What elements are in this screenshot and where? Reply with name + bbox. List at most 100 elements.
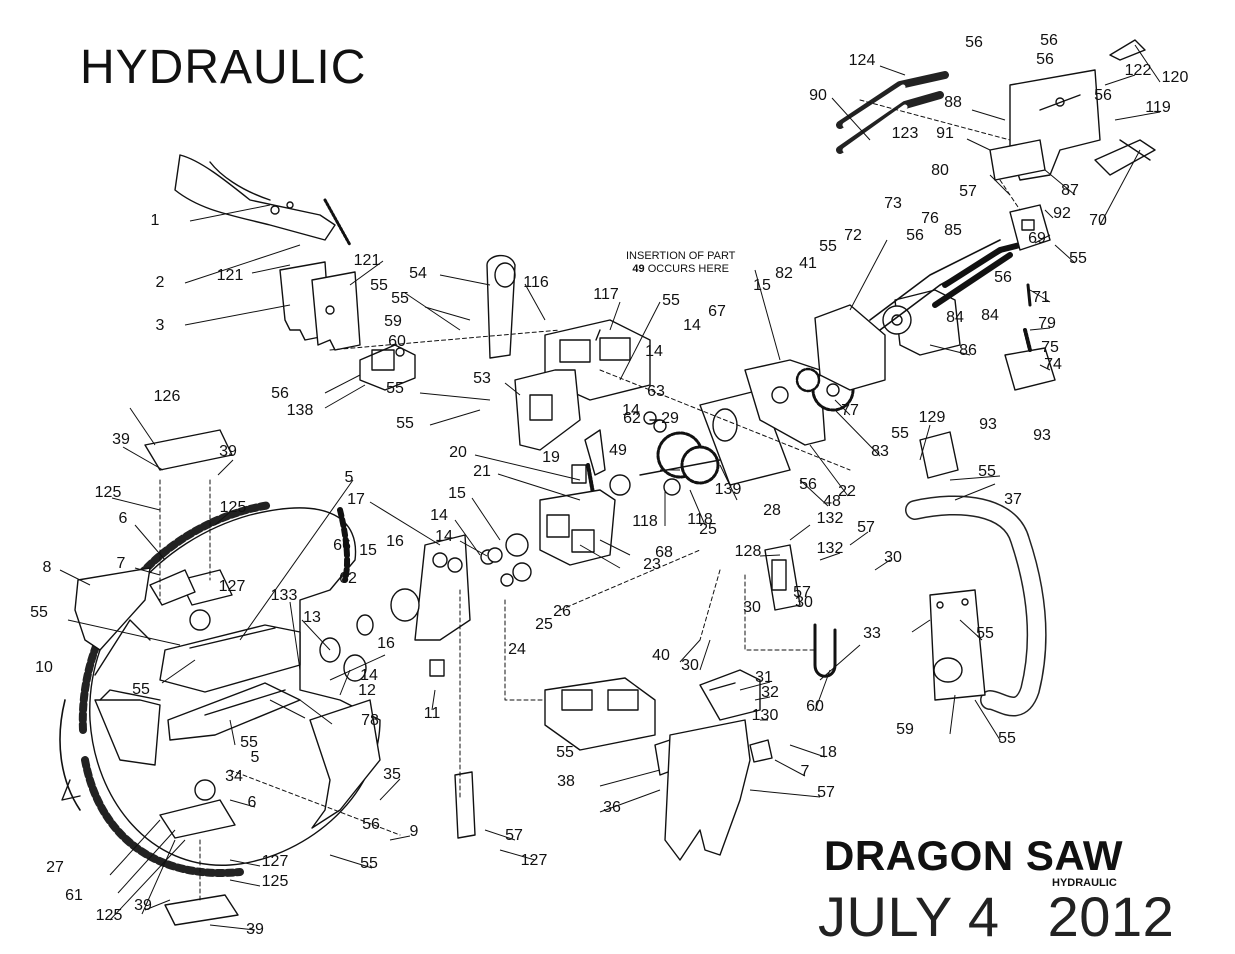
part-callout-7: 7 — [801, 763, 810, 780]
plate-126-top — [144, 429, 233, 471]
leader-line — [454, 519, 481, 556]
hose-73 — [869, 239, 1006, 331]
part-callout-39: 39 — [246, 921, 264, 938]
leader-line — [424, 306, 471, 321]
leader-line — [404, 292, 461, 331]
spring-2 — [323, 198, 352, 247]
guard-cover-9 — [309, 699, 381, 829]
leader-line — [949, 694, 956, 735]
strip-27 — [454, 771, 476, 839]
part-callout-32: 32 — [761, 684, 779, 701]
leader-line — [111, 497, 161, 511]
part-callout-86: 86 — [959, 342, 977, 359]
part-callout-12: 12 — [358, 682, 376, 699]
leader-line — [251, 264, 291, 274]
part-callout-39: 39 — [219, 443, 237, 460]
leader-line — [1029, 327, 1051, 331]
leader-line — [67, 619, 181, 646]
part-callout-60: 60 — [806, 698, 824, 715]
guard-plate-3 — [279, 261, 361, 351]
leader-line — [524, 283, 546, 321]
leader-line — [324, 374, 361, 394]
part-callout-138: 138 — [287, 402, 314, 419]
part-callout-20: 20 — [449, 444, 467, 461]
leader-line — [379, 778, 401, 801]
leader-line — [1044, 169, 1076, 196]
part-callout-72: 72 — [844, 227, 862, 244]
leader-line — [679, 639, 701, 663]
part-callout-63: 63 — [647, 383, 665, 400]
leader-line — [1039, 364, 1051, 371]
part-callout-62: 62 — [339, 570, 357, 587]
part-callout-88: 88 — [944, 94, 962, 111]
leader-line — [419, 392, 491, 401]
part-callout-76: 76 — [921, 210, 939, 227]
part-callout-19: 19 — [542, 449, 560, 466]
leader-line — [214, 511, 231, 526]
part-callout-62: 62 — [623, 410, 641, 427]
leader-line — [989, 174, 1011, 196]
leader-line — [484, 829, 516, 841]
part-callout-14: 14 — [683, 317, 701, 334]
part-callout-125: 125 — [262, 873, 289, 890]
insertion-note-line2: OCCURS HERE — [644, 263, 729, 275]
part-callout-13: 13 — [303, 609, 321, 626]
leader-line — [324, 384, 366, 409]
part-callout-6: 6 — [119, 510, 128, 527]
part-callout-60: 60 — [388, 333, 406, 350]
part-callout-55: 55 — [978, 463, 996, 480]
part-callout-6: 6 — [248, 794, 257, 811]
part-callout-56: 56 — [271, 385, 289, 402]
part-callout-67: 67 — [708, 303, 726, 320]
part-callout-14: 14 — [430, 507, 448, 524]
part-callout-78: 78 — [361, 712, 379, 729]
part-callout-15: 15 — [359, 542, 377, 559]
clamp-6-7-bottom — [159, 779, 236, 839]
part-callout-30: 30 — [884, 549, 902, 566]
part-callout-57: 57 — [959, 183, 977, 200]
part-callout-79: 79 — [1038, 315, 1056, 332]
part-callout-2: 2 — [156, 274, 165, 291]
part-callout-56: 56 — [1036, 51, 1054, 68]
leader-line — [431, 689, 436, 711]
part-callout-17: 17 — [347, 491, 365, 508]
leader-line — [719, 464, 738, 501]
part-callout-80: 80 — [931, 162, 949, 179]
part-callout-25: 25 — [699, 521, 717, 538]
part-callout-18: 18 — [819, 744, 837, 761]
part-callout-74: 74 — [1044, 356, 1062, 373]
part-callout-14: 14 — [435, 528, 453, 545]
leader-line — [599, 789, 661, 813]
page-title: HYDRAULIC — [80, 41, 367, 94]
block-127-top — [179, 569, 233, 606]
part-callout-15: 15 — [448, 485, 466, 502]
part-callout-34: 34 — [225, 768, 243, 785]
part-callout-1: 1 — [151, 212, 160, 229]
bracket-32 — [699, 669, 761, 721]
part-callout-82: 82 — [775, 265, 793, 282]
part-callout-57: 57 — [857, 519, 875, 536]
part-callout-83: 83 — [871, 443, 889, 460]
part-callout-57: 57 — [817, 784, 835, 801]
part-callout-56: 56 — [799, 476, 817, 493]
leader-line — [754, 696, 771, 701]
part-callout-85: 85 — [944, 222, 962, 239]
part-callout-10: 10 — [35, 659, 53, 676]
leader-line — [789, 744, 826, 758]
hose-130 — [813, 623, 837, 678]
leader-line — [1054, 244, 1076, 264]
plate-53 — [514, 369, 581, 451]
plate-18 — [544, 677, 656, 751]
leader-lines — [59, 44, 1161, 931]
part-callout-55: 55 — [370, 277, 388, 294]
leader-line — [819, 552, 841, 561]
part-callout-128: 128 — [735, 543, 762, 560]
gear-assembly — [609, 411, 721, 496]
leader-line — [109, 819, 161, 876]
part-callout-55: 55 — [998, 730, 1016, 747]
part-callout-133: 133 — [271, 587, 298, 604]
block-23 — [539, 489, 616, 566]
part-callout-55: 55 — [891, 425, 909, 442]
leader-line — [809, 444, 849, 497]
